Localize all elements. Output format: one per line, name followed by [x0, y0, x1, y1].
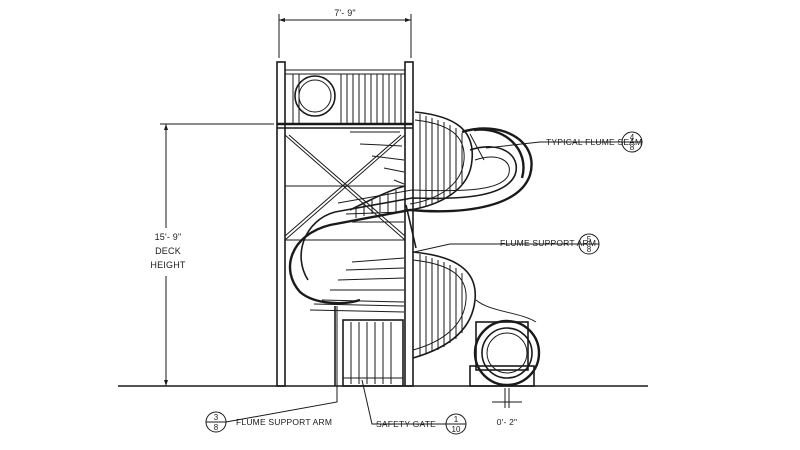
- callout-flume-support-arm-right: FLUME SUPPORT ARM 5 8: [413, 233, 600, 255]
- dim-bottom-offset-text: 0'- 2": [497, 417, 518, 427]
- dim-top-width-text: 7'- 9": [334, 8, 356, 18]
- dim-deck-height: 15'- 9" DECK HEIGHT: [150, 123, 274, 387]
- dim-top-width: 7'- 9": [278, 8, 412, 58]
- detail-ref-top: 1: [454, 415, 459, 424]
- dim-deck-height-line2: HEIGHT: [150, 260, 186, 270]
- detail-ref-bottom: 8: [587, 245, 592, 254]
- detail-ref-top: 3: [214, 413, 219, 422]
- callout-typical-flume-seam: TYPICAL FLUME SEAM 4 8: [485, 131, 643, 153]
- detail-ref-bottom: 8: [214, 423, 219, 432]
- dim-deck-height-value: 15'- 9": [155, 232, 182, 242]
- slide-flume: [288, 127, 541, 387]
- dim-bottom-offset: 0'- 2": [492, 388, 522, 427]
- callout-label: TYPICAL FLUME SEAM: [546, 137, 642, 147]
- callout-label: FLUME SUPPORT ARM: [500, 238, 596, 248]
- spiral-stair: [309, 131, 405, 313]
- flume-seam-line: [405, 204, 417, 249]
- stair-guardrail: [349, 111, 476, 359]
- detail-ref-top: 5: [587, 235, 592, 244]
- dim-deck-height-line1: DECK: [155, 246, 181, 256]
- detail-ref-top: 4: [630, 133, 635, 142]
- callout-label: FLUME SUPPORT ARM: [236, 417, 332, 427]
- tower-frame: [276, 61, 414, 387]
- detail-ref-bottom: 10: [452, 425, 461, 434]
- safety-gate: [342, 319, 404, 387]
- flume-exit-tube: [473, 319, 541, 387]
- callout-label: SAFETY GATE: [376, 419, 436, 429]
- detail-ref-bottom: 8: [630, 143, 635, 152]
- callout-flume-support-arm-left: 3 8 FLUME SUPPORT ARM: [205, 306, 338, 433]
- callout-safety-gate: SAFETY GATE 1 10: [361, 379, 467, 435]
